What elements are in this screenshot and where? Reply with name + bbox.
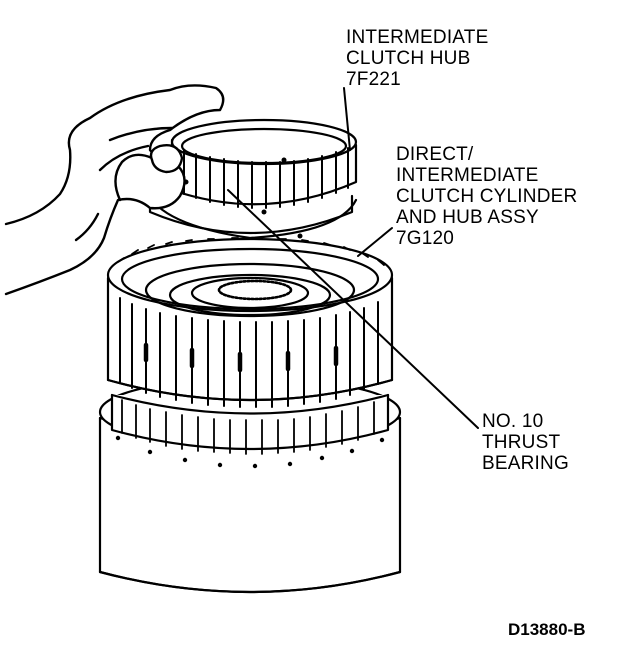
callout-clutch-cylinder-assy: DIRECT/ INTERMEDIATE CLUTCH CYLINDER AND…: [396, 144, 577, 249]
callout-cylinder-line2: INTERMEDIATE: [396, 165, 539, 186]
callout-hub-line3: 7F221: [346, 69, 401, 90]
callout-bearing-line2: THRUST: [482, 432, 561, 453]
clutch-cylinder: [106, 237, 394, 408]
lower-spline-ring: [110, 393, 390, 455]
callout-cylinder-line5: 7G120: [396, 228, 455, 249]
hand-illustration: [4, 84, 225, 296]
callout-hub-line1: INTERMEDIATE: [346, 27, 489, 48]
drum-rim-holes: [115, 435, 385, 469]
leader-line-cylinder: [357, 227, 393, 257]
callout-cylinder-line3: CLUTCH CYLINDER: [396, 186, 578, 207]
callout-thrust-bearing: NO. 10 THRUST BEARING: [482, 411, 569, 474]
intermediate-hub: [144, 118, 358, 240]
leader-lines: [227, 87, 479, 429]
callout-intermediate-clutch-hub: INTERMEDIATE CLUTCH HUB 7F221: [346, 27, 488, 90]
callout-bearing-line3: BEARING: [482, 453, 569, 474]
leader-line-hub: [343, 87, 351, 151]
callout-cylinder-line4: AND HUB ASSY: [396, 207, 539, 228]
callout-cylinder-line1: DIRECT/: [396, 144, 474, 165]
leader-line-bearing: [227, 189, 479, 429]
callout-bearing-line1: NO. 10: [482, 411, 544, 432]
figure-id: D13880-B: [508, 620, 586, 639]
callout-hub-line2: CLUTCH HUB: [346, 48, 471, 69]
